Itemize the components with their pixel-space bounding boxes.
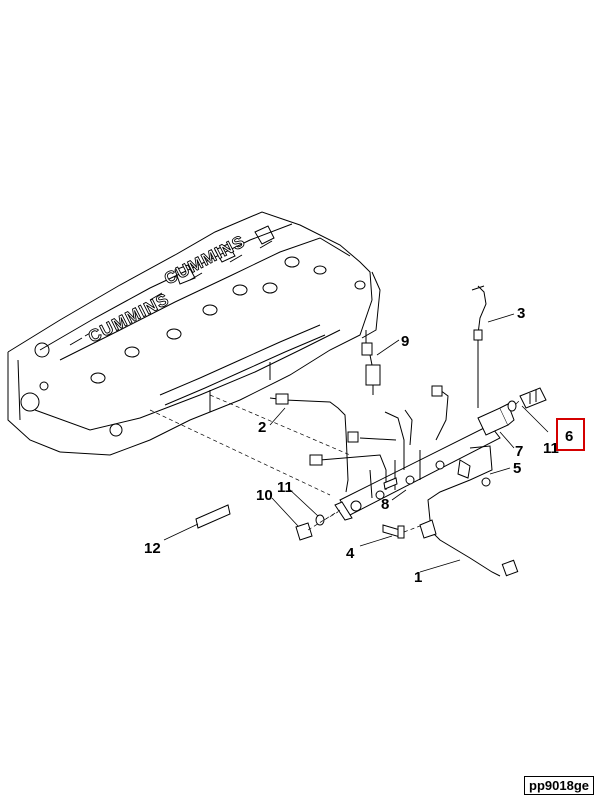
callout-5: 5 xyxy=(513,460,521,477)
engine-brand-label-upper: CUMMINS xyxy=(161,231,249,289)
highlight-box xyxy=(556,418,585,451)
callout-4: 4 xyxy=(346,545,355,562)
callout-6: 6 xyxy=(565,428,573,445)
rail-end-fitting xyxy=(477,403,515,436)
callout-3: 3 xyxy=(517,305,525,322)
injector-bosses xyxy=(90,256,366,384)
callout-12: 12 xyxy=(144,540,161,557)
svg-text:CUMMINS: CUMMINS xyxy=(161,232,248,289)
callout-7: 7 xyxy=(515,443,523,460)
callout-2: 2 xyxy=(258,419,266,436)
callout-8: 8 xyxy=(381,496,389,513)
fuel-rail xyxy=(334,424,501,521)
loose-parts xyxy=(195,477,405,541)
reference-code-label: pp9018ge xyxy=(524,776,594,795)
callouts: 1 2 3 4 5 6 7 8 9 10 11 11 12 xyxy=(144,305,573,586)
callout-1: 1 xyxy=(414,569,422,586)
pressure-sensor xyxy=(507,387,547,412)
fuel-lines xyxy=(269,285,519,577)
assembly-centerlines xyxy=(149,394,521,533)
engine-head xyxy=(7,211,381,456)
callout-10: 10 xyxy=(256,487,273,504)
leader-lines xyxy=(163,313,549,573)
callout-11-left: 11 xyxy=(277,479,293,496)
temperature-sensor xyxy=(361,330,381,395)
callout-9: 9 xyxy=(401,333,409,350)
callout-11-right: 11 xyxy=(543,440,559,457)
